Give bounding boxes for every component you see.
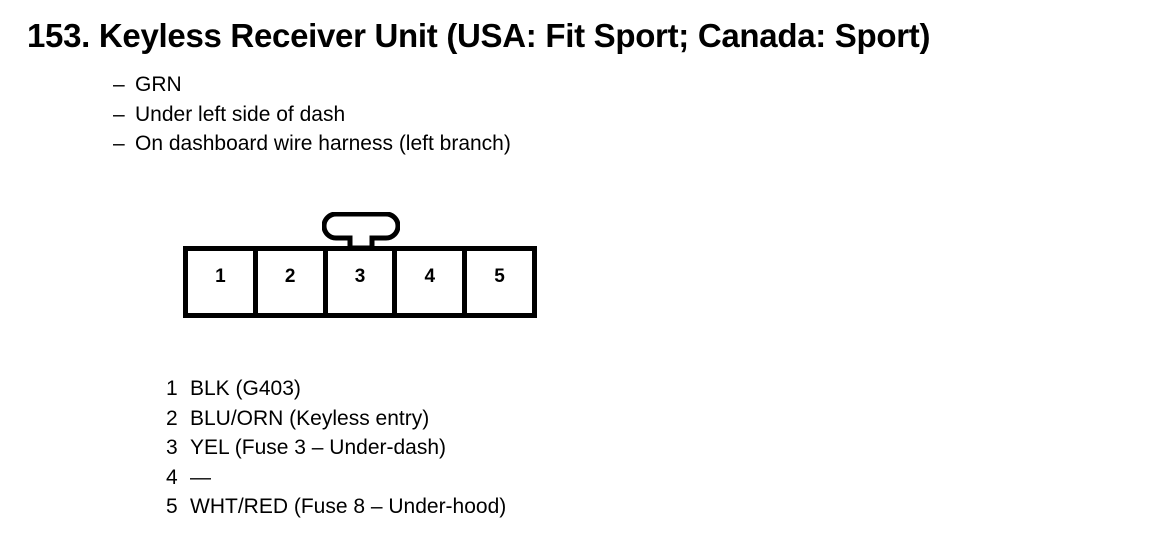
legend-row: 4— — [166, 463, 506, 493]
connector-diagram: 1 2 3 4 5 — [183, 212, 539, 322]
legend-row: 3 YEL (Fuse 3 – Under-dash) — [166, 433, 506, 463]
pin-number: 2 — [284, 266, 296, 287]
legend-row: 1 BLK (G403) — [166, 374, 506, 404]
legend-pin-number: 1 — [166, 377, 178, 400]
pin-number: 4 — [424, 266, 436, 287]
pin-legend: 1 BLK (G403) 2 BLU/ORN (Keyless entry) 3 YE… — [166, 374, 506, 522]
legend-pin-number: 5 — [166, 495, 178, 518]
legend-pin-number: 3 — [166, 436, 178, 459]
pin-number: 3 — [354, 266, 366, 287]
legend-row: 2 BLU/ORN (Keyless entry) — [166, 404, 506, 434]
connector-pin-cell: 5 — [467, 251, 532, 313]
legend-pin-number: 4 — [166, 465, 178, 489]
legend-pin-description: YEL (Fuse 3 – Under-dash) — [190, 436, 447, 459]
connector-pin-cell: 4 — [397, 251, 468, 313]
component-notes-list: –GRN –Under left side of dash –On dashbo… — [113, 70, 511, 159]
legend-row: 5 WHT/RED (Fuse 8 – Under-hood) — [166, 492, 506, 522]
pin-number: 1 — [215, 266, 226, 287]
note-item: –Under left side of dash — [113, 100, 511, 130]
connector-pin-cell: 3 — [327, 251, 398, 313]
connector-pin-cell: 2 — [257, 251, 328, 313]
pin-number: 5 — [494, 266, 505, 287]
legend-pin-description: — — [190, 465, 211, 489]
legend-pin-description: BLU/ORN (Keyless entry) — [190, 406, 430, 430]
connector-pin-body: 1 2 3 4 5 — [183, 246, 537, 318]
note-text: On dashboard wire harness (left branch) — [135, 132, 511, 155]
note-dash: – — [113, 102, 125, 126]
legend-pin-description: BLK (G403) — [190, 377, 301, 400]
note-dash: – — [113, 73, 125, 96]
note-item: –On dashboard wire harness (left branch) — [113, 129, 511, 159]
page-title: 153. Keyless Receiver Unit (USA: Fit Spo… — [27, 17, 931, 54]
connector-pin-cell: 1 — [188, 251, 258, 313]
note-dash: – — [113, 132, 125, 155]
note-text: GRN — [135, 73, 182, 96]
connector-latch-icon — [322, 212, 400, 250]
note-text: Under left side of dash — [135, 102, 346, 126]
legend-pin-number: 2 — [166, 406, 178, 430]
note-item: –GRN — [113, 70, 511, 100]
legend-pin-description: WHT/RED (Fuse 8 – Under-hood) — [190, 495, 507, 518]
